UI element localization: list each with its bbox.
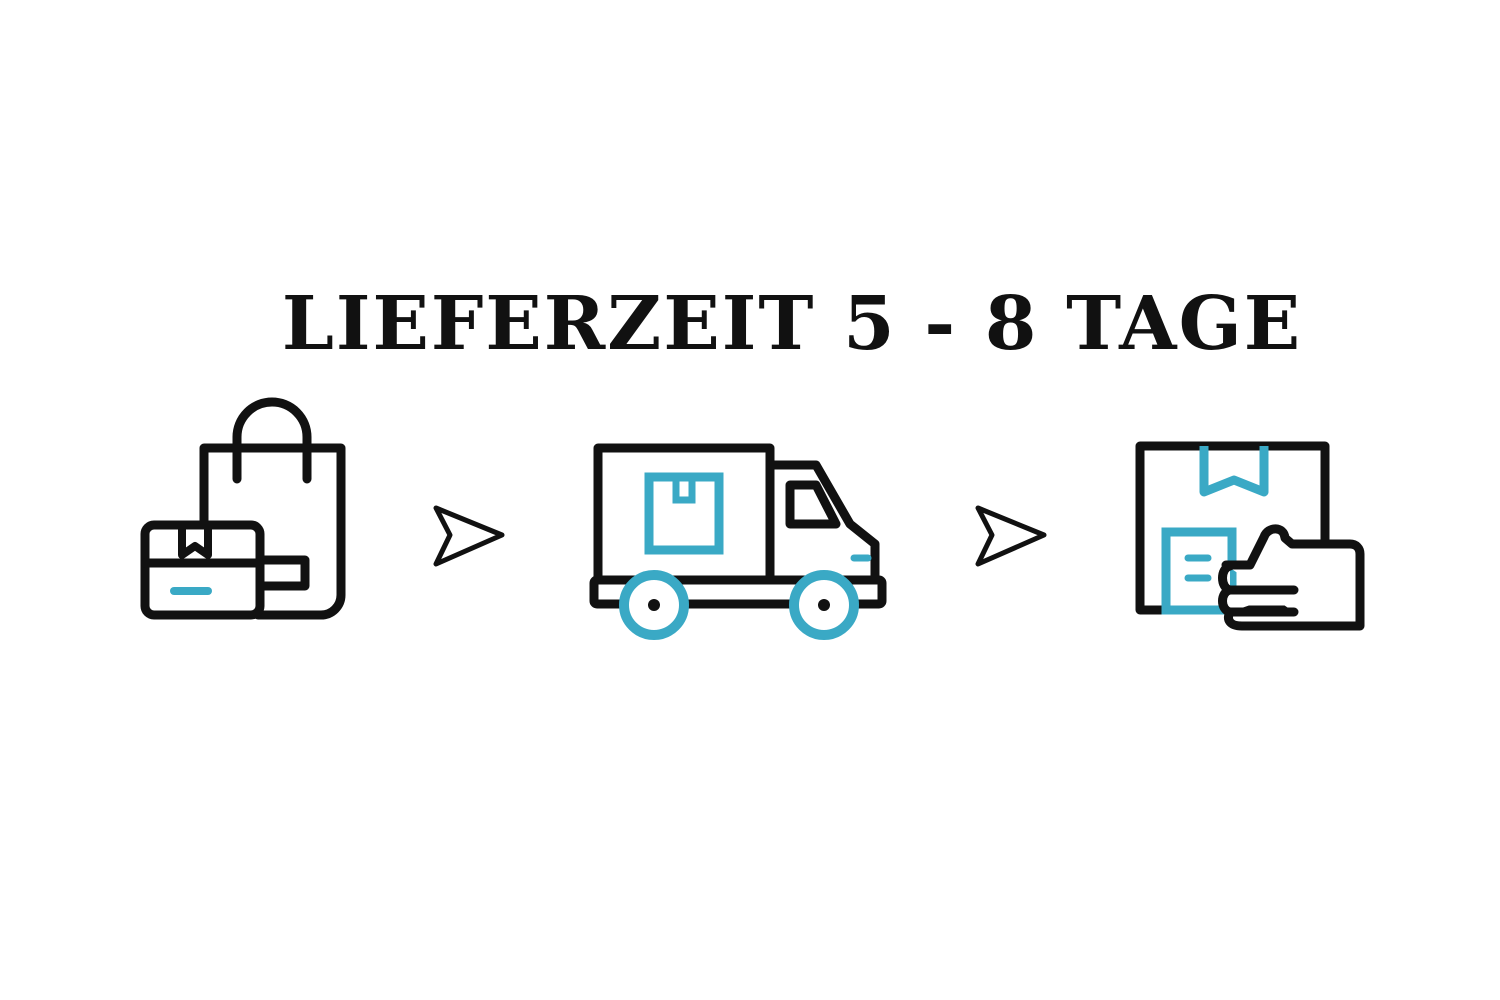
truck-svg	[589, 443, 887, 640]
delivery-truck-icon	[588, 440, 888, 645]
arrow-svg	[975, 505, 1047, 567]
arrow-svg	[433, 505, 505, 567]
shopping-bag-with-package-icon	[138, 395, 348, 625]
shopping-bag-svg	[140, 397, 346, 620]
handover-svg	[1135, 441, 1365, 631]
package-handover-icon	[1134, 440, 1369, 635]
page-title: LIEFERZEIT 5 - 8 TAGE	[281, 281, 1303, 367]
arrow-right-icon	[972, 502, 1052, 572]
arrow-right-icon	[430, 502, 510, 572]
